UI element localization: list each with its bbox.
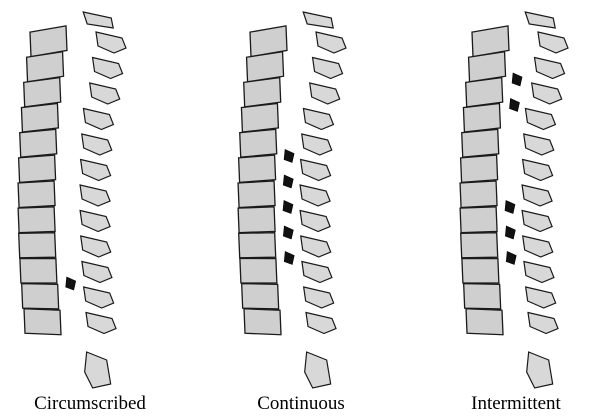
spinous-process [299,158,332,182]
spinous-process [299,184,331,207]
spinous-process [91,56,124,80]
ossification-marker [505,225,516,240]
ossification-marker [505,251,517,265]
spinous-process [527,311,559,335]
spinous-process [79,158,112,182]
spinous-process [311,56,344,80]
vertebral-body [23,76,62,108]
vertebral-body [462,282,502,310]
spinous-process [526,351,554,389]
vertebral-body [249,25,288,58]
spinous-process [524,11,556,29]
vertebral-body [460,232,499,259]
ossification-marker [509,98,520,112]
ossification-marker [65,276,77,291]
spinous-process [79,184,111,207]
vertebral-body [17,154,57,184]
ossification-marker [283,225,294,240]
panel-label-continuous: Continuous [257,393,345,414]
vertebral-body [459,154,499,184]
spinous-process [537,31,569,54]
vertebral-body [465,76,504,108]
spinous-process [95,31,127,54]
vertebral-body [238,232,277,259]
spinous-process [524,107,557,131]
spinous-process [302,107,335,131]
vertebral-body [465,308,504,336]
vertebral-body [19,257,58,284]
spinous-process [88,82,121,105]
spinous-process [79,209,111,233]
vertebral-body [239,257,278,284]
vertebral-body [245,50,285,83]
spine-panel [237,11,347,389]
spinous-process [523,133,555,156]
spinous-process [299,235,332,258]
spinous-process [299,209,331,233]
ossification-marker [511,72,523,87]
spinous-process [304,351,332,389]
ossification-marker [282,174,294,189]
vertebral-body [18,232,57,259]
vertebral-body [467,50,507,83]
vertebral-body [29,25,68,58]
spinous-process [315,31,347,54]
vertebral-body [239,128,278,158]
spinous-process [81,260,113,284]
spinous-process [79,235,112,258]
ossification-marker [504,200,516,214]
spinous-process [530,82,563,105]
vertebral-body [240,282,280,310]
vertebral-body [462,102,502,133]
panel-label-intermittent: Intermittent [471,393,561,414]
ossification-marker [283,251,295,265]
spinous-process [302,286,335,309]
spinous-process [85,311,117,335]
spinous-process [302,11,334,29]
vertebral-body [459,206,498,234]
vertebral-body [461,257,500,284]
spinous-process [521,158,554,182]
spinous-process [84,351,112,389]
vertebral-body [243,308,282,336]
vertebral-body [25,50,65,83]
spinous-process [82,11,114,29]
spinous-process [301,133,333,156]
spinous-process [521,209,553,233]
vertebral-body [237,180,276,209]
vertebral-body [237,154,277,184]
vertebral-body [17,206,56,234]
spinous-process [308,82,341,105]
spinous-process [301,260,333,284]
spinous-process [521,184,553,207]
ossification-marker [282,200,294,214]
spinous-process [82,286,115,309]
vertebral-body [471,25,510,58]
spinous-process [523,260,555,284]
vertebral-body [19,128,58,158]
spinous-process [521,235,554,258]
vertebral-body [243,76,282,108]
spinous-process [533,56,566,80]
spinous-process [82,107,115,131]
vertebral-body [240,102,280,133]
vertebral-body [23,308,62,336]
ossification-marker [283,149,295,163]
vertebral-body [459,180,498,209]
vertebral-body [237,206,276,234]
spinous-process [524,286,557,309]
panel-label-circumscribed: Circumscribed [34,393,146,414]
spine-panel [459,11,569,389]
spinous-process [81,133,113,156]
vertebral-body [17,180,56,209]
vertebral-body [20,282,60,310]
vertebral-body [461,128,500,158]
vertebral-body [20,102,60,133]
spinous-process [305,311,337,335]
spine-panel [17,11,127,389]
